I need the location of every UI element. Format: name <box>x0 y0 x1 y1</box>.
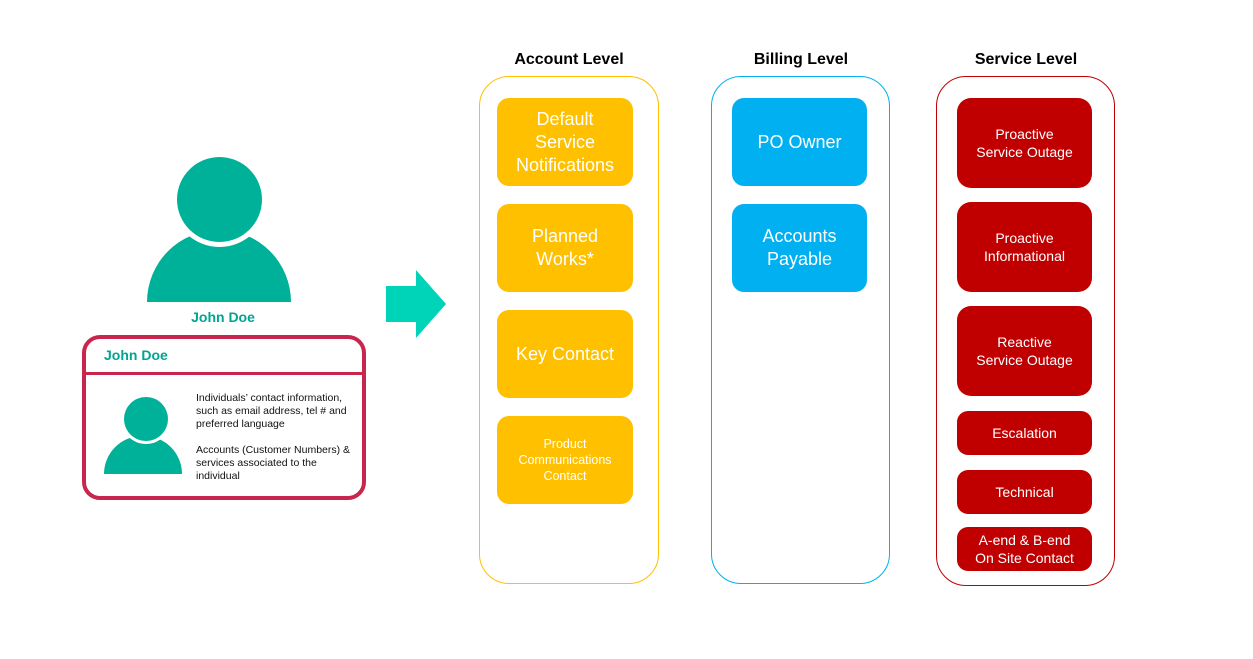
technical-box: Technical <box>957 470 1092 514</box>
accounts-info-text: Accounts (Customer Numbers) & services a… <box>196 444 351 482</box>
a-end-b-end-on-site-contact-box: A-end & B-end On Site Contact <box>957 527 1092 571</box>
account-level-header: Account Level <box>514 51 624 68</box>
contact-card-divider <box>82 372 366 375</box>
key-contact-box: Key Contact <box>497 310 633 398</box>
service-level-header: Service Level <box>974 51 1078 68</box>
proactive-service-outage-box: Proactive Service Outage <box>957 98 1092 188</box>
po-owner-box: PO Owner <box>732 98 867 186</box>
contact-info-text: Individuals’ contact information, such a… <box>196 392 347 430</box>
planned-works-box: Planned Works* <box>497 204 633 292</box>
contact-card-title: John Doe <box>104 347 168 363</box>
product-communications-contact-box: Product Communications Contact <box>497 416 633 504</box>
person-head <box>177 157 262 242</box>
billing-level-header: Billing Level <box>753 51 849 68</box>
proactive-informational-box: Proactive Informational <box>957 202 1092 292</box>
default-service-notifications-box: Default Service Notifications <box>497 98 633 186</box>
reactive-service-outage-box: Reactive Service Outage <box>957 306 1092 396</box>
person-icon <box>124 397 168 441</box>
escalation-box: Escalation <box>957 411 1092 455</box>
person-name: John Doe <box>191 309 255 325</box>
arrow-right-icon <box>386 270 446 338</box>
accounts-payable-box: Accounts Payable <box>732 204 867 292</box>
